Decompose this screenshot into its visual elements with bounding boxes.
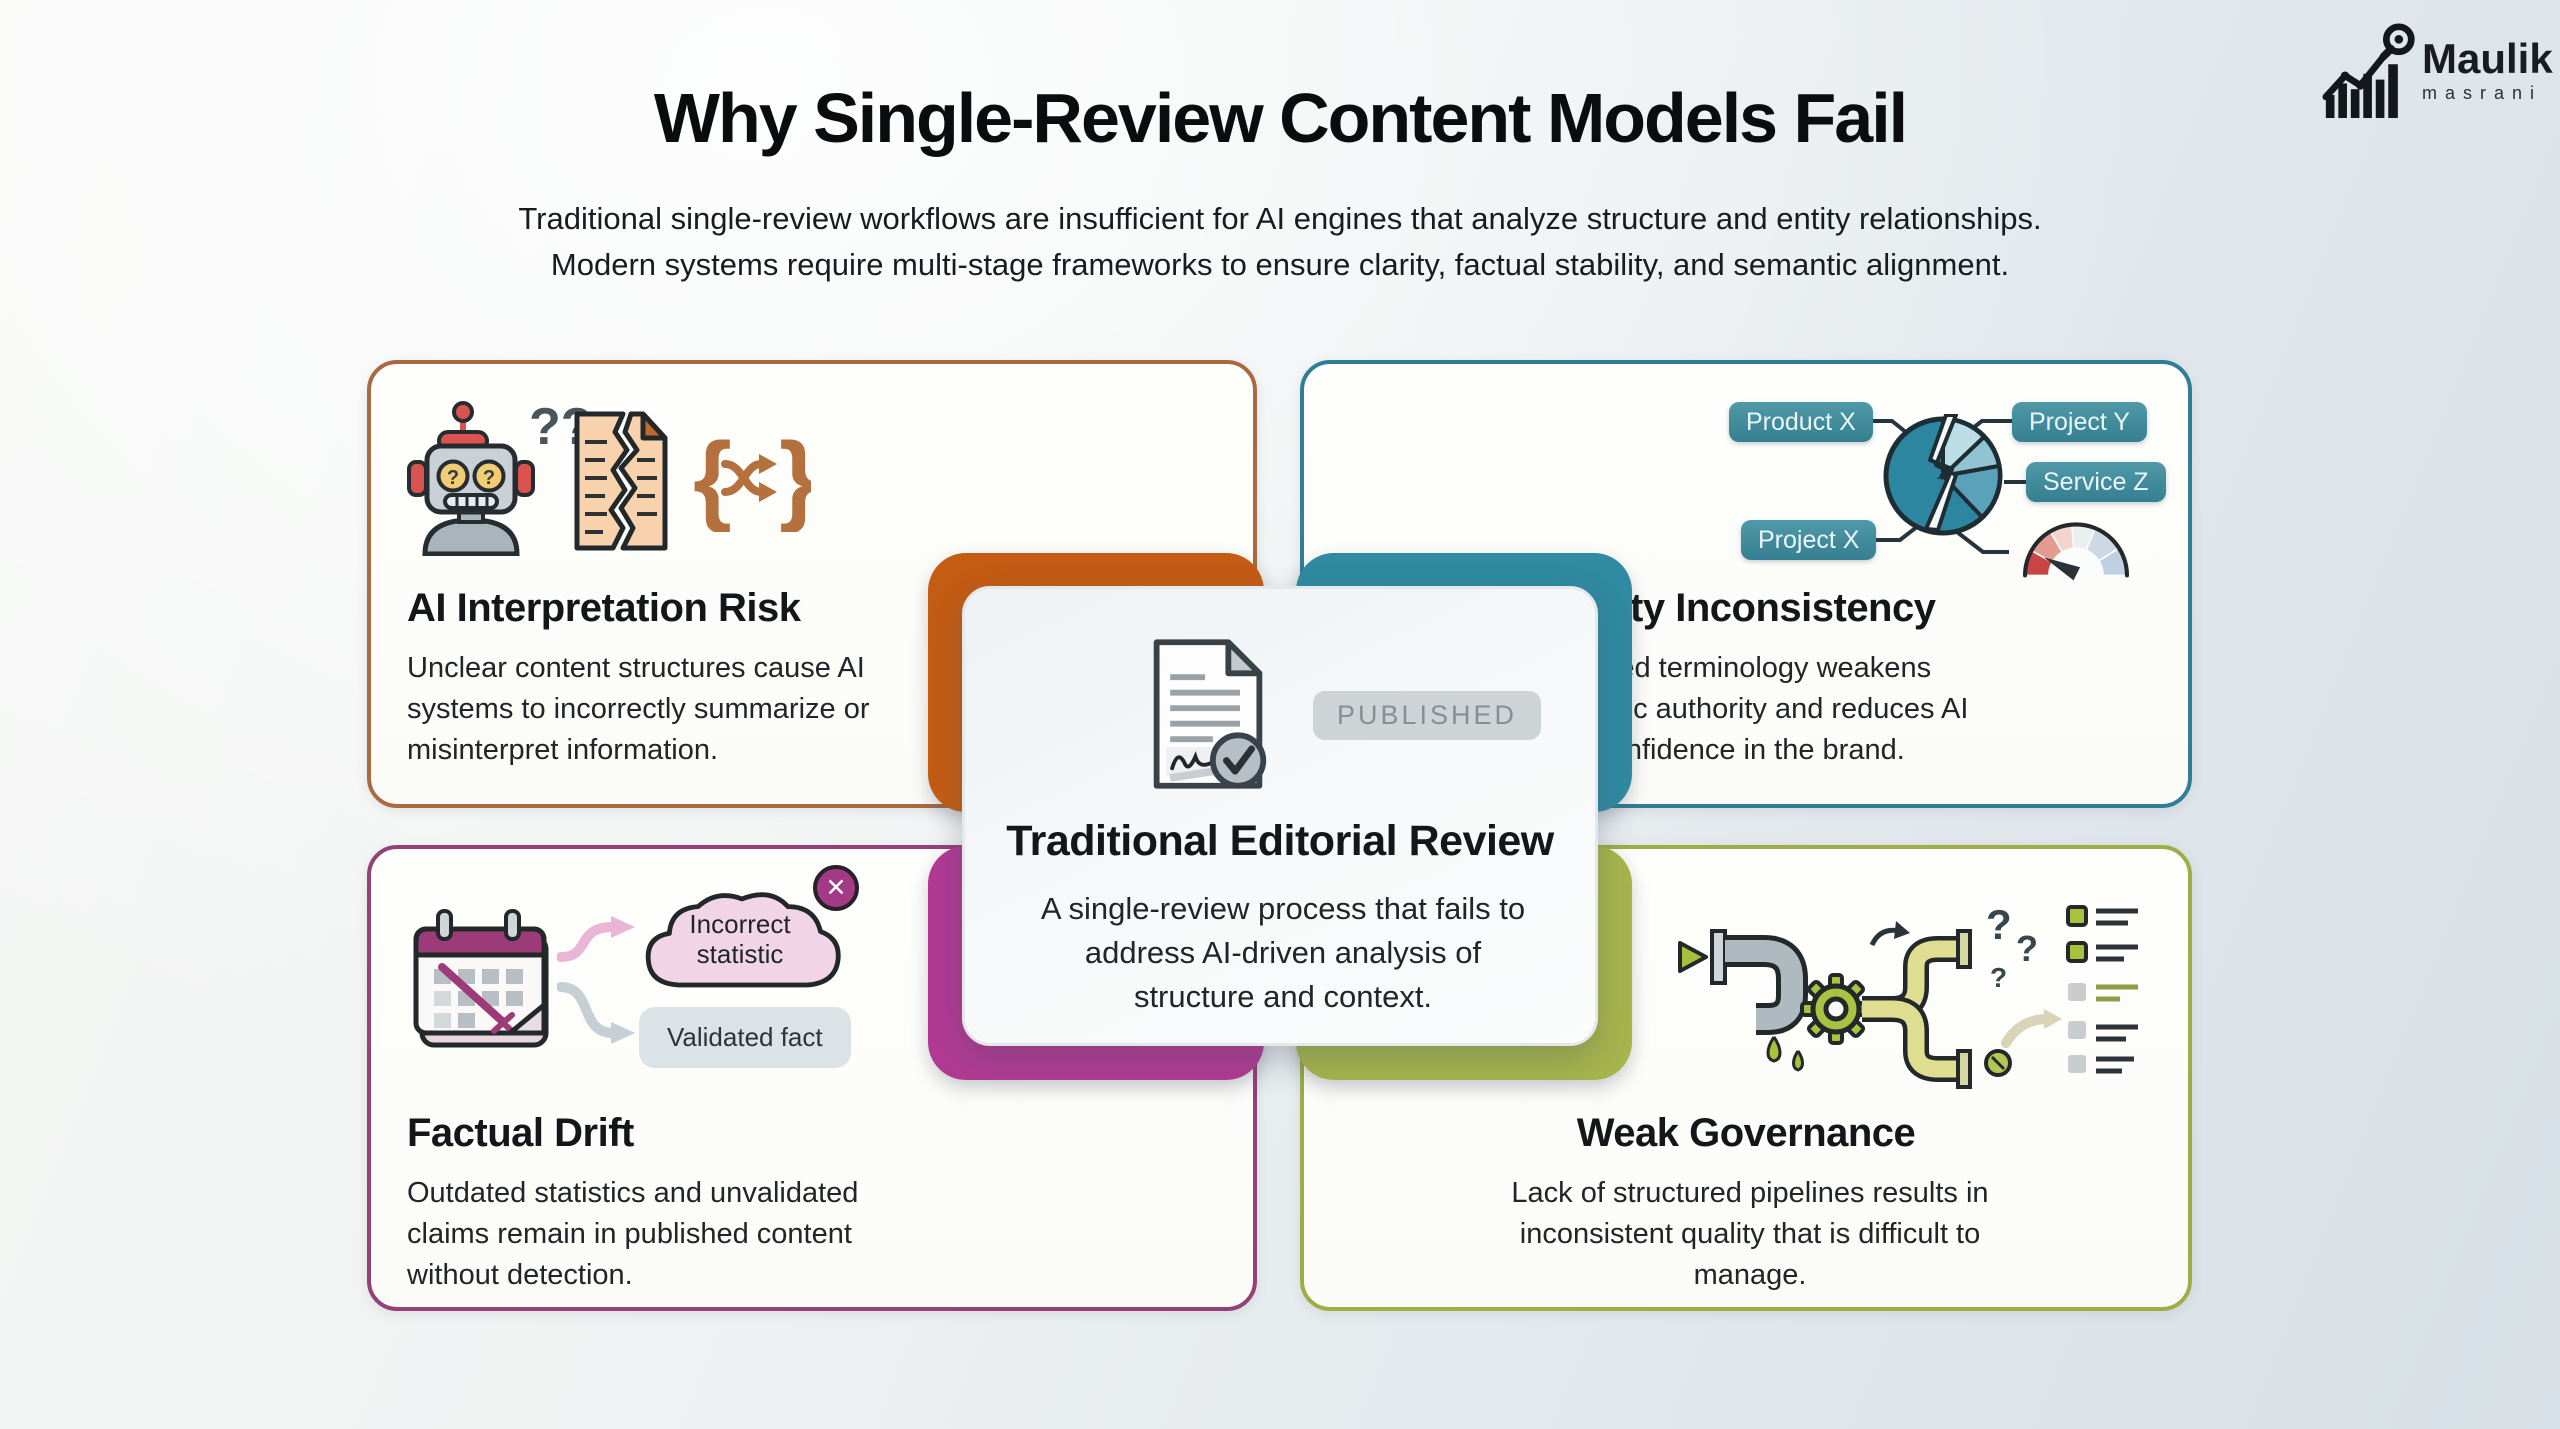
cloud-label: Incorrect statistic bbox=[689, 909, 791, 969]
page-title: Why Single-Review Content Models Fail bbox=[653, 79, 1908, 157]
x-mark-badge: ✕ bbox=[813, 865, 859, 911]
broken-pie-chart-icon bbox=[1883, 414, 2003, 536]
brand-logo: Maulik masrani bbox=[2322, 18, 2554, 122]
drift-arrows bbox=[557, 916, 635, 1044]
card-body-factual-drift: Outdated statistics and unvalidated clai… bbox=[407, 1177, 859, 1291]
torn-document-icon bbox=[574, 411, 668, 551]
logo-name: Maulik bbox=[2422, 34, 2553, 82]
published-document-icon bbox=[1153, 639, 1267, 789]
card-body-ai-interpretation: Unclear content structures cause AI syst… bbox=[407, 652, 870, 766]
validated-fact-pill: Validated fact bbox=[639, 1007, 851, 1068]
broken-pipeline-icon: ? ? ? bbox=[1678, 901, 2138, 1089]
card-title-factual-drift: Factual Drift bbox=[407, 1111, 634, 1155]
center-card-title: Traditional Editorial Review bbox=[1006, 817, 1554, 865]
svg-text:{: { bbox=[693, 428, 732, 532]
entity-label-project-x: Project X bbox=[1741, 520, 1877, 560]
published-badge: PUBLISHED bbox=[1313, 691, 1542, 740]
robot-eye-question-right: ? bbox=[483, 467, 495, 489]
logo-subname: masrani bbox=[2422, 82, 2543, 103]
card-title-ai-interpretation: AI Interpretation Risk bbox=[407, 586, 801, 630]
entity-label-project-y: Project Y bbox=[2012, 402, 2147, 442]
confused-robot-icon: ? ? ?? bbox=[407, 398, 591, 556]
svg-text:}: } bbox=[779, 428, 811, 532]
cloud-icon bbox=[645, 892, 841, 988]
card-title-weak-governance: Weak Governance bbox=[1576, 1111, 1916, 1155]
page-subtitle-line1: Traditional single-review workflows are … bbox=[518, 201, 2042, 236]
card-body-weak-governance: Lack of structured pipelines results in … bbox=[1511, 1177, 1989, 1291]
card-traditional-editorial-review: PUBLISHED Traditional Editorial Review A… bbox=[962, 586, 1598, 1046]
confidence-gauge-icon bbox=[2022, 522, 2130, 581]
robot-eye-question-left: ? bbox=[447, 467, 459, 489]
entity-label-service-z: Service Z bbox=[2026, 462, 2166, 502]
pipeline-question-2: ? bbox=[2016, 928, 2038, 969]
braces-shuffle-icon: { } bbox=[693, 428, 811, 532]
outdated-calendar-icon bbox=[413, 909, 549, 1048]
pipeline-question-3: ? bbox=[1990, 962, 2007, 993]
incorrect-statistic-cloud: Incorrect statistic ✕ bbox=[633, 865, 859, 1007]
pipeline-question-1: ? bbox=[1986, 901, 2012, 948]
page-subtitle-line2: Modern systems require multi-stage frame… bbox=[550, 247, 2010, 282]
logo-chart-magnifier-icon bbox=[2322, 23, 2415, 118]
entity-label-product-x: Product X bbox=[1729, 402, 1873, 442]
center-card-body: A single-review process that fails to ad… bbox=[1040, 891, 1526, 1014]
